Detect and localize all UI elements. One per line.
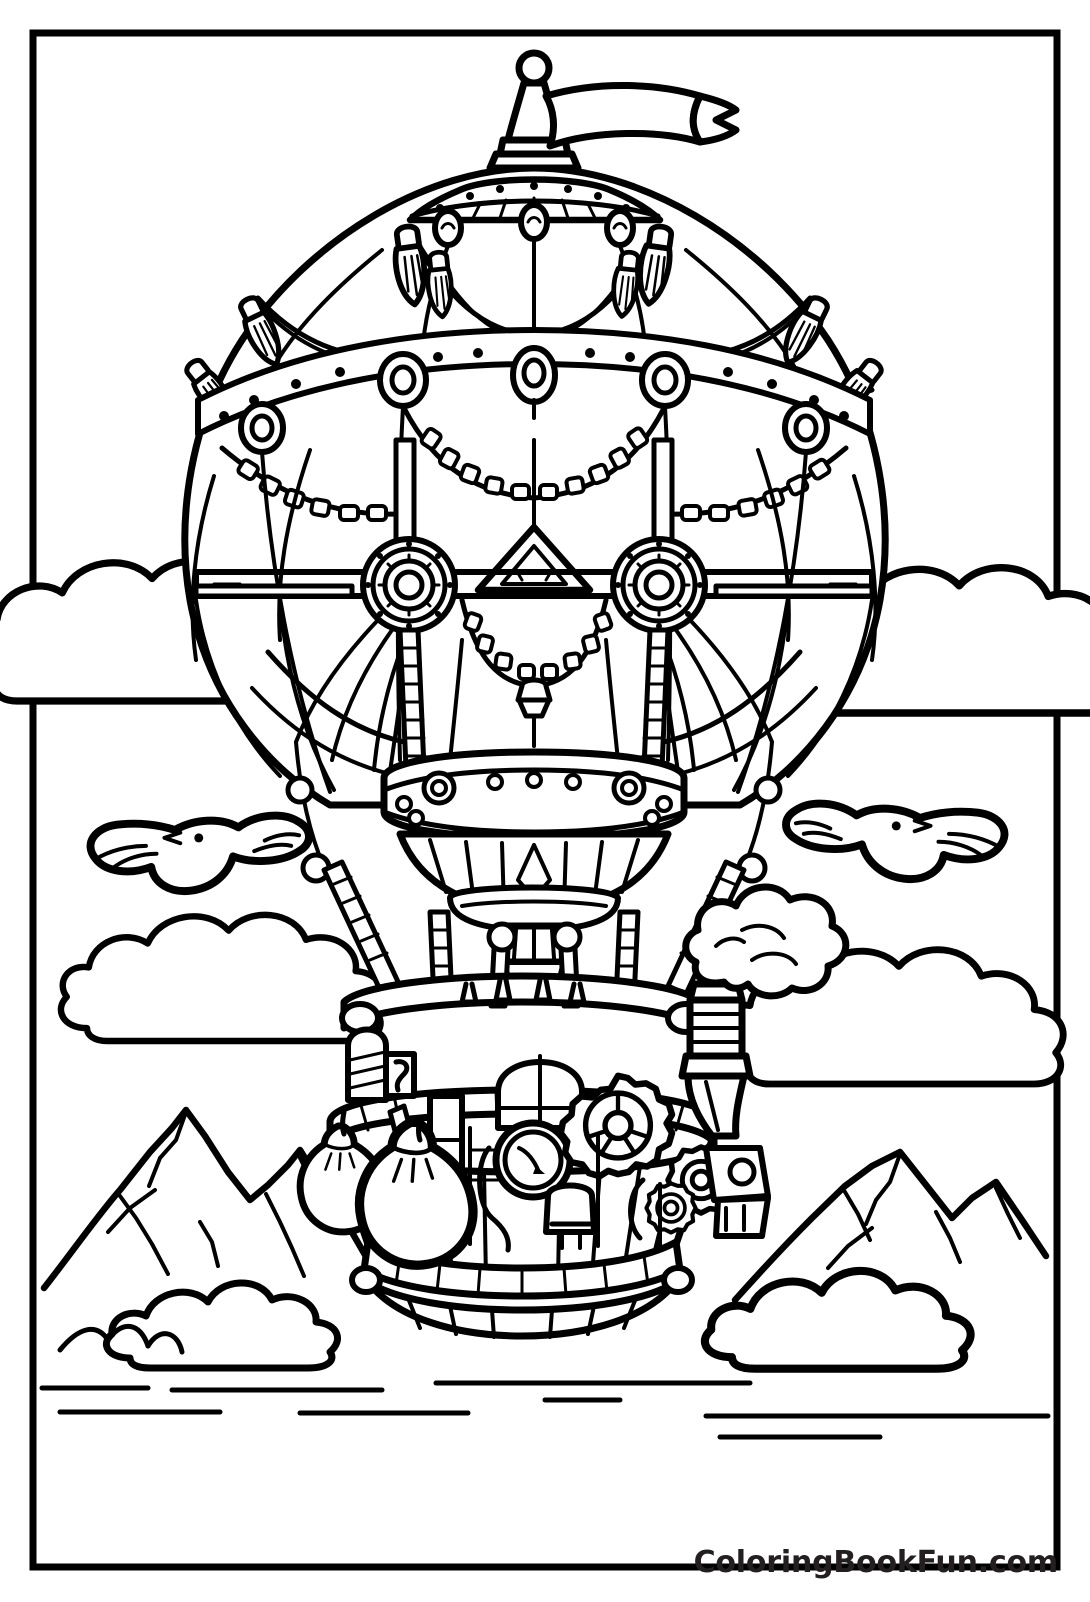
- burner-ring-studs: [395, 770, 673, 827]
- center-beaded-drop: [459, 597, 614, 748]
- balloon-envelope: [181, 164, 889, 884]
- horizon-lines: [39, 1380, 1051, 1440]
- pennant-flag: [542, 81, 740, 150]
- bottom-band-weave: [394, 1254, 650, 1298]
- gear-small: [646, 1183, 695, 1232]
- band-medallions: [238, 345, 830, 455]
- gear-rosette-left: [363, 539, 455, 631]
- smokestack: [678, 980, 754, 1140]
- base-ribs: [406, 1296, 638, 1339]
- stack-rings: [689, 1012, 743, 1044]
- sandbags: [300, 1109, 473, 1265]
- chain-beads-right: [680, 457, 832, 522]
- mountain-right: [731, 1148, 1050, 1304]
- cloud-wisp-left: [57, 1323, 185, 1355]
- page-border: [29, 29, 1061, 1571]
- burner-skirt: [396, 830, 672, 933]
- watermark-text: ColoringBookFun.com: [693, 1545, 1059, 1580]
- rosette-rope-drops: [397, 627, 671, 771]
- crown-medallions: [432, 202, 636, 248]
- burner-ring: [380, 748, 688, 842]
- side-beaded-ropes: [285, 740, 783, 884]
- center-chevron: [474, 523, 594, 594]
- valve-stripes: [348, 1050, 387, 1090]
- studded-band: [195, 327, 873, 455]
- rail-hooks: [459, 977, 587, 1005]
- rosette-struts: [193, 437, 875, 599]
- chain-beads-center: [419, 426, 650, 501]
- crown-dots: [436, 182, 630, 212]
- gear-rosette-right: [613, 539, 705, 631]
- smoke-puffs: [682, 883, 850, 1000]
